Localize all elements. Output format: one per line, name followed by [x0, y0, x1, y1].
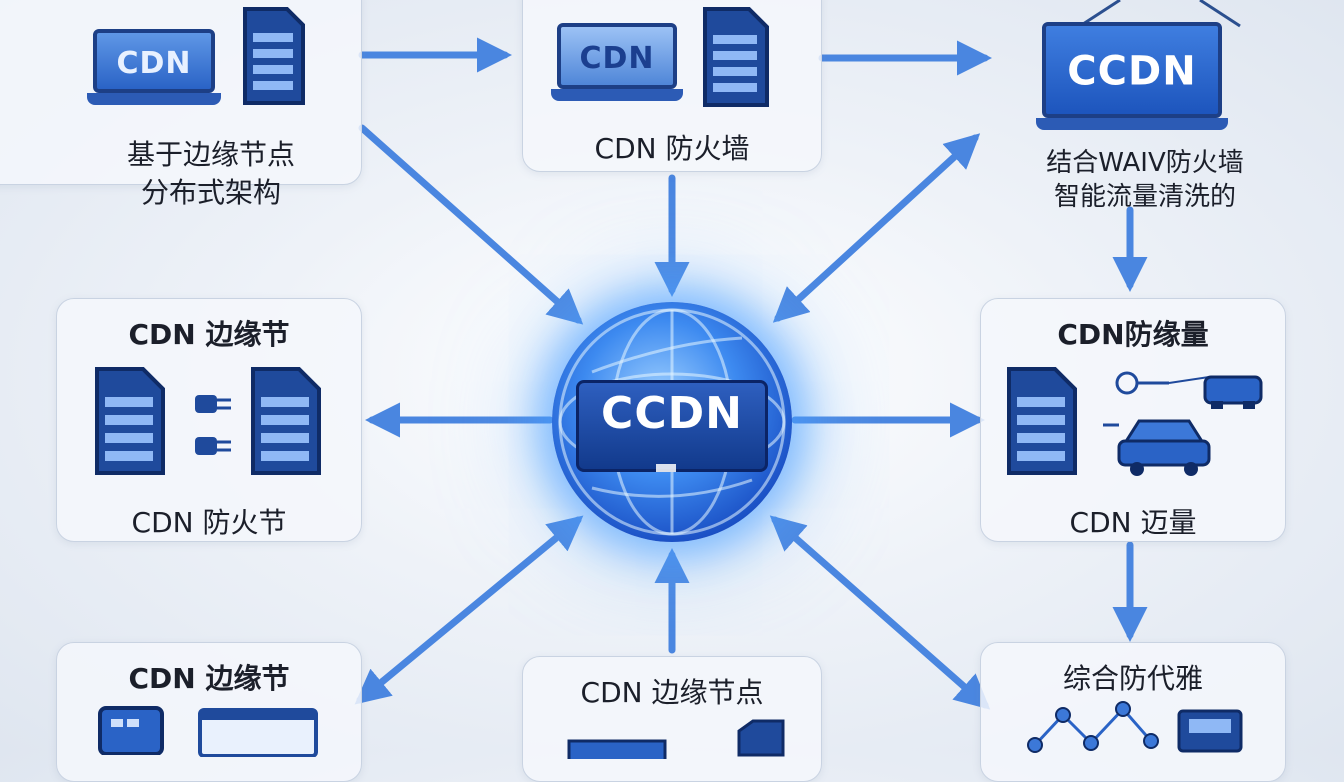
server-icon	[243, 7, 305, 105]
hub-stand	[656, 464, 676, 472]
node-top-right-line2: 智能流量清洗的	[1053, 182, 1236, 212]
server-icon	[567, 719, 785, 759]
laptop-icon: CDN	[551, 23, 683, 101]
node-top-right-line1: 结合WAIV防火墙	[1046, 148, 1244, 178]
hanger-lines	[1079, 0, 1241, 28]
hub-screen	[576, 380, 768, 472]
node-top-left: CDN 基于边缘节点 分布式架构	[0, 0, 362, 209]
node-bottom-right-title: 综合防代雅	[1062, 662, 1203, 695]
node-mid-right: CDN防缘量 CDN 迈量	[980, 298, 1286, 542]
arrow-topleft-to-hub	[358, 124, 584, 325]
node-top-center: CDN CDN 防火墙	[522, 0, 822, 172]
node-top-right: CCDN 结合WAIV防火墙 智能流量清洗的	[990, 0, 1300, 215]
node-mid-right-caption: CDN 迈量	[1069, 506, 1197, 539]
node-bottom-center-title: CDN 边缘节点	[580, 676, 764, 709]
arrow-hub-topright	[772, 133, 981, 323]
node-top-left-line2: 分布式架构	[140, 176, 281, 209]
node-top-center-label: CDN 防火墙	[594, 132, 750, 165]
node-mid-left-caption: CDN 防火节	[131, 506, 287, 539]
server-icon	[251, 367, 321, 475]
node-top-left-line1: 基于边缘节点	[126, 138, 295, 171]
arrow-hub-to-bottomleft	[354, 515, 584, 705]
hub-label: CCDN	[601, 388, 743, 439]
node-bottom-left-title: CDN 边缘节	[128, 662, 290, 695]
connector-arrows	[354, 37, 1148, 710]
node-mid-left: CDN 边缘节 CDN 防火节	[56, 298, 362, 542]
server-icon	[1007, 367, 1077, 475]
tablet-icon	[98, 706, 164, 755]
arrow-hub-to-bottomright	[769, 515, 991, 710]
vehicle-network-icon	[1103, 371, 1263, 476]
plug-icon	[195, 395, 231, 455]
server-icon	[703, 7, 769, 107]
monitor-brand: CCDN	[1067, 48, 1197, 95]
node-mid-right-title: CDN防缘量	[1057, 318, 1209, 351]
monitor-icon: CCDN	[1036, 22, 1228, 130]
node-bottom-center: CDN 边缘节点	[522, 656, 822, 782]
network-graph-icon	[1027, 701, 1243, 753]
laptop-icon: CDN	[87, 29, 221, 105]
laptop-brand: CDN	[579, 41, 655, 76]
laptop-brand: CDN	[116, 46, 192, 81]
node-mid-left-title: CDN 边缘节	[128, 318, 290, 351]
server-icon	[95, 367, 165, 475]
node-bottom-left: CDN 边缘节	[56, 642, 362, 782]
node-bottom-right: 综合防代雅	[980, 642, 1286, 782]
